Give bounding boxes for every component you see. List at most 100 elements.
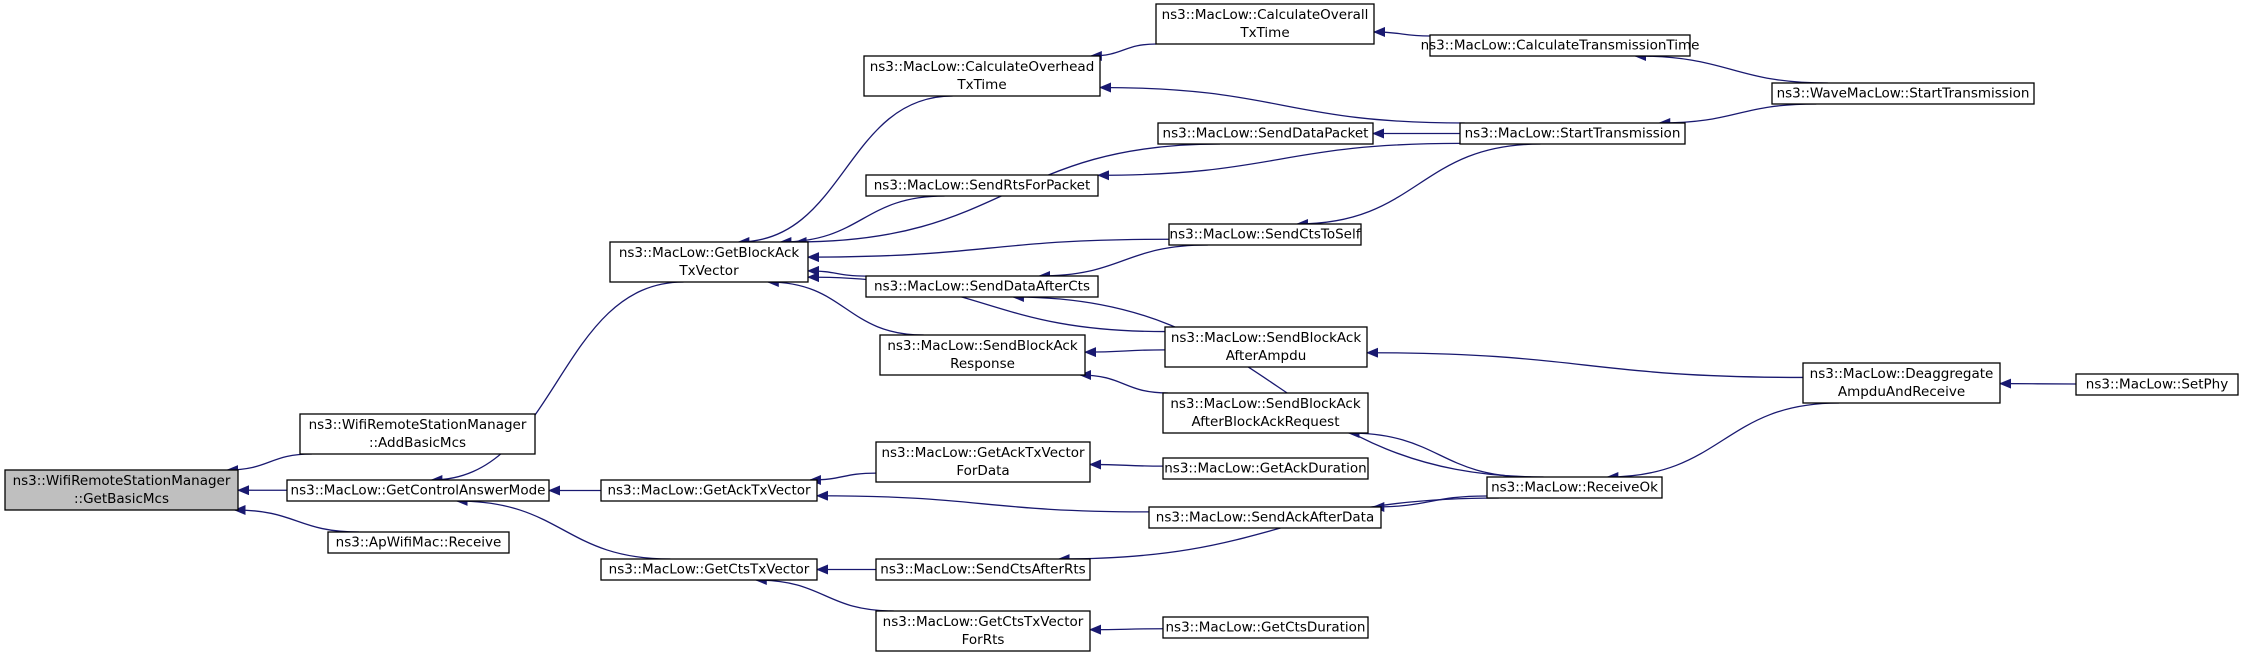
edge-startTransmission-to-sendRtsForPacket (1097, 142, 1461, 181)
edge-calcOverallTxTime-to-calcOverheadTxTime (1089, 43, 1157, 61)
node-box-getAckTxVector (600, 479, 818, 502)
node-box-sendAckAfterData (1148, 506, 1382, 529)
node-box-sendCtsAfterRts (875, 558, 1091, 581)
node-waveStartTransmission[interactable]: ns3::WaveMacLow::StartTransmission (1771, 82, 2035, 105)
node-box-deaggregate (1802, 362, 2001, 404)
node-label-getCtsDuration-line-0: ns3::MacLow::GetCtsDuration (1165, 620, 1365, 636)
node-getAckDuration[interactable]: ns3::MacLow::GetAckDuration (1162, 457, 1369, 480)
node-label-getBlockAckTxVector-line-1: TxVector (678, 263, 739, 279)
edge-layer (226, 26, 2077, 635)
node-sendBlockAckAfterBAR[interactable]: ns3::MacLow::SendBlockAckAfterBlockAckRe… (1162, 392, 1369, 434)
node-box-sendBlockAckAfterBAR (1162, 392, 1369, 434)
node-label-setPhy-line-0: ns3::MacLow::SetPhy (2086, 377, 2228, 393)
node-box-sendRtsForPacket (865, 174, 1099, 197)
edge-getAckTxVectorForData-to-getAckTxVector (808, 472, 877, 485)
node-getAckTxVector[interactable]: ns3::MacLow::GetAckTxVector (600, 479, 818, 502)
node-box-apReceive (327, 531, 510, 554)
node-label-sendBlockAckAfterAmpdu-line-1: AfterAmpdu (1226, 348, 1307, 364)
node-box-getAckTxVectorForData (875, 441, 1091, 483)
node-label-getBlockAckTxVector-line-0: ns3::MacLow::GetBlockAck (619, 245, 800, 261)
node-sendDataAfterCts[interactable]: ns3::MacLow::SendDataAfterCts (865, 275, 1099, 298)
node-label-sendCtsToSelf-line-0: ns3::MacLow::SendCtsToSelf (1170, 227, 1362, 243)
node-label-sendAckAfterData-line-0: ns3::MacLow::SendAckAfterData (1156, 510, 1374, 526)
node-box-calcTransmissionTime (1429, 34, 1691, 57)
node-label-root-line-1: ::GetBasicMcs (74, 491, 169, 507)
node-getCtsDuration[interactable]: ns3::MacLow::GetCtsDuration (1162, 616, 1369, 639)
node-label-sendDataAfterCts-line-0: ns3::MacLow::SendDataAfterCts (874, 279, 1090, 295)
node-box-getBlockAckTxVector (609, 241, 809, 283)
edge-startTransmission-to-sendCtsToSelf (1295, 143, 1541, 229)
node-label-getCtsTxVectorForRts-line-0: ns3::MacLow::GetCtsTxVector (883, 614, 1084, 630)
node-label-waveStartTransmission-line-0: ns3::WaveMacLow::StartTransmission (1777, 86, 2030, 102)
node-sendAckAfterData[interactable]: ns3::MacLow::SendAckAfterData (1148, 506, 1382, 529)
edge-getCtsDuration-to-getCtsTxVectorForRts (1089, 624, 1164, 635)
node-label-deaggregate-line-1: AmpduAndReceive (1838, 384, 1965, 400)
edge-sendCtsToSelf-to-sendDataAfterCts (1038, 244, 1208, 281)
edge-getAckDuration-to-getAckTxVectorForData (1089, 459, 1164, 470)
edge-deaggregate-to-sendBlockAckAfterAmpdu (1366, 347, 1804, 379)
node-box-sendBlockAckResponse (879, 334, 1086, 376)
node-setPhy[interactable]: ns3::MacLow::SetPhy (2075, 373, 2239, 396)
edge-sendBlockAckAfterBAR-to-sendBlockAckResponse (1079, 370, 1168, 394)
node-addBasicMcs[interactable]: ns3::WifiRemoteStationManager::AddBasicM… (299, 413, 536, 455)
edge-receiveOk-to-sendDataAfterCts (1011, 292, 1544, 478)
node-sendCtsAfterRts[interactable]: ns3::MacLow::SendCtsAfterRts (875, 558, 1091, 581)
node-calcTransmissionTime[interactable]: ns3::MacLow::CalculateTransmissionTime (1421, 34, 1700, 57)
node-label-addBasicMcs-line-1: ::AddBasicMcs (369, 435, 466, 451)
node-box-sendDataPacket (1157, 122, 1374, 145)
node-box-getCtsTxVectorForRts (875, 610, 1091, 652)
edge-calcOverheadTxTime-to-getBlockAckTxVector (737, 95, 953, 247)
node-box-calcOverallTxTime (1155, 3, 1375, 45)
edge-calcTransmissionTime-to-calcOverallTxTime (1373, 26, 1431, 37)
edge-waveStartTransmission-to-startTransmission (1658, 103, 1817, 128)
node-box-sendDataAfterCts (865, 275, 1099, 298)
node-box-addBasicMcs (299, 413, 536, 455)
node-label-getCtsTxVector-line-0: ns3::MacLow::GetCtsTxVector (609, 562, 810, 578)
edge-apReceive-to-root (233, 505, 360, 533)
edge-getCtsTxVectorForRts-to-getCtsTxVector (754, 575, 894, 612)
node-box-waveStartTransmission (1771, 82, 2035, 105)
node-sendRtsForPacket[interactable]: ns3::MacLow::SendRtsForPacket (865, 174, 1099, 197)
node-label-sendBlockAckAfterAmpdu-line-0: ns3::MacLow::SendBlockAck (1171, 330, 1361, 346)
edge-getBlockAckTxVector-to-getControlAnswerMode (430, 281, 684, 485)
edge-sendCtsToSelf-to-getBlockAckTxVector (807, 238, 1170, 263)
node-label-sendBlockAckAfterBAR-line-0: ns3::MacLow::SendBlockAck (1170, 396, 1360, 412)
node-label-sendCtsAfterRts-line-0: ns3::MacLow::SendCtsAfterRts (880, 562, 1085, 578)
node-label-deaggregate-line-0: ns3::MacLow::Deaggregate (1810, 366, 1994, 382)
node-label-calcOverallTxTime-line-0: ns3::MacLow::CalculateOverall (1162, 7, 1369, 23)
node-label-calcTransmissionTime-line-0: ns3::MacLow::CalculateTransmissionTime (1421, 38, 1700, 54)
node-label-getControlAnswerMode-line-0: ns3::MacLow::GetControlAnswerMode (291, 483, 546, 499)
node-root[interactable]: ns3::WifiRemoteStationManager::GetBasicM… (4, 469, 239, 511)
node-label-apReceive-line-0: ns3::ApWifiMac::Receive (336, 535, 502, 551)
node-label-startTransmission-line-0: ns3::MacLow::StartTransmission (1465, 126, 1681, 142)
node-receiveOk[interactable]: ns3::MacLow::ReceiveOk (1486, 476, 1663, 499)
node-label-calcOverallTxTime-line-1: TxTime (1239, 25, 1289, 41)
node-label-calcOverheadTxTime-line-1: TxTime (956, 77, 1006, 93)
node-label-getAckTxVectorForData-line-1: ForData (956, 463, 1009, 479)
node-startTransmission[interactable]: ns3::MacLow::StartTransmission (1459, 122, 1686, 145)
node-box-root (4, 469, 239, 511)
node-getControlAnswerMode[interactable]: ns3::MacLow::GetControlAnswerMode (286, 479, 550, 502)
edge-receiveOk-to-sendBlockAckAfterBAR (1347, 428, 1531, 478)
node-box-sendCtsToSelf (1168, 223, 1362, 246)
node-label-root-line-0: ns3::WifiRemoteStationManager (13, 473, 231, 489)
node-label-sendDataPacket-line-0: ns3::MacLow::SendDataPacket (1163, 126, 1369, 142)
node-label-getAckTxVectorForData-line-0: ns3::MacLow::GetAckTxVector (881, 445, 1085, 461)
node-sendCtsToSelf[interactable]: ns3::MacLow::SendCtsToSelf (1168, 223, 1362, 246)
node-box-startTransmission (1459, 122, 1686, 145)
node-getCtsTxVector[interactable]: ns3::MacLow::GetCtsTxVector (600, 558, 818, 581)
node-box-sendBlockAckAfterAmpdu (1164, 326, 1368, 368)
node-layer: ns3::WifiRemoteStationManager::GetBasicM… (4, 3, 2239, 652)
node-apReceive[interactable]: ns3::ApWifiMac::Receive (327, 531, 510, 554)
edge-deaggregate-to-receiveOk (1606, 402, 1839, 482)
node-sendDataPacket[interactable]: ns3::MacLow::SendDataPacket (1157, 122, 1374, 145)
node-box-receiveOk (1486, 476, 1663, 499)
